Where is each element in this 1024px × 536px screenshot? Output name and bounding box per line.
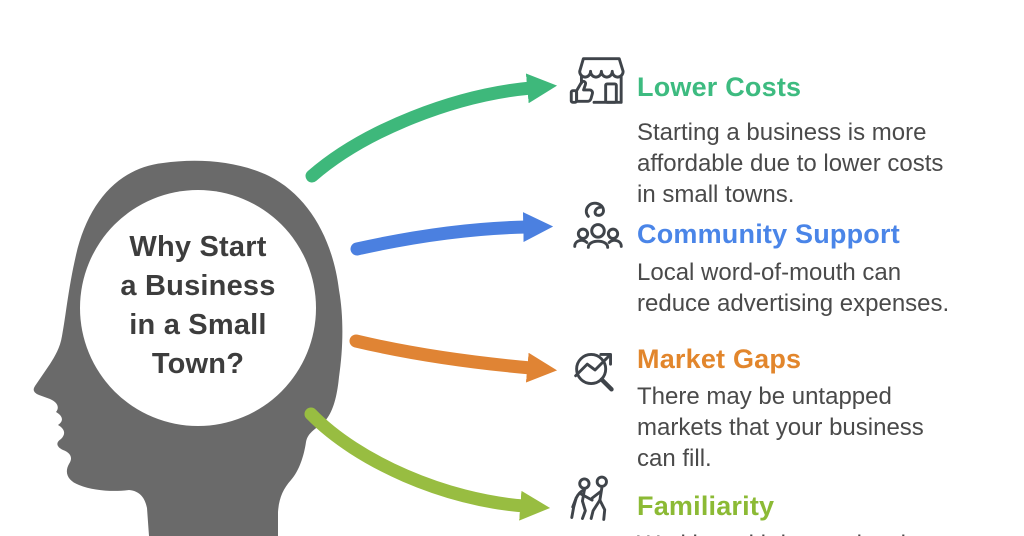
desc-line: Local word-of-mouth can <box>637 259 902 286</box>
item-desc-lower-costs: Starting a business is more affordable d… <box>637 117 1017 210</box>
desc-line: markets that your business <box>637 414 924 441</box>
item-title-lower-costs: Lower Costs <box>637 72 802 102</box>
question-line: in a Small <box>129 309 267 341</box>
desc-line: in small towns. <box>637 181 795 208</box>
question-line: a Business <box>120 270 276 302</box>
question-line: Town? <box>151 348 245 380</box>
item-title-familiarity: Familiarity <box>637 491 775 521</box>
storefront-thumbs-up-icon <box>564 50 626 112</box>
item-title-market-gaps: Market Gaps <box>637 344 802 374</box>
item-desc-market-gaps: There may be untapped markets that your … <box>637 381 1017 474</box>
head-thought-circle <box>80 190 316 426</box>
community-people-icon <box>567 196 629 258</box>
people-walking-icon <box>565 472 627 534</box>
market-search-trend-icon <box>565 338 627 400</box>
head-silhouette <box>33 160 343 536</box>
question-line: Why Start <box>129 231 267 263</box>
desc-line: affordable due to lower costs <box>637 150 944 177</box>
item-desc-community-support: Local word-of-mouth can reduce advertisi… <box>637 257 1017 319</box>
desc-line: can fill. <box>637 445 712 472</box>
desc-line: Working with known local <box>637 529 1017 536</box>
desc-line: Starting a business is more <box>637 119 927 146</box>
desc-line: There may be untapped <box>637 383 892 410</box>
item-title-community-support: Community Support <box>637 219 900 249</box>
item-desc-familiarity: Working with known local <box>637 529 1017 536</box>
desc-line: reduce advertising expenses. <box>637 290 950 317</box>
central-question: Why Start a Business in a Small Town? <box>83 228 313 384</box>
